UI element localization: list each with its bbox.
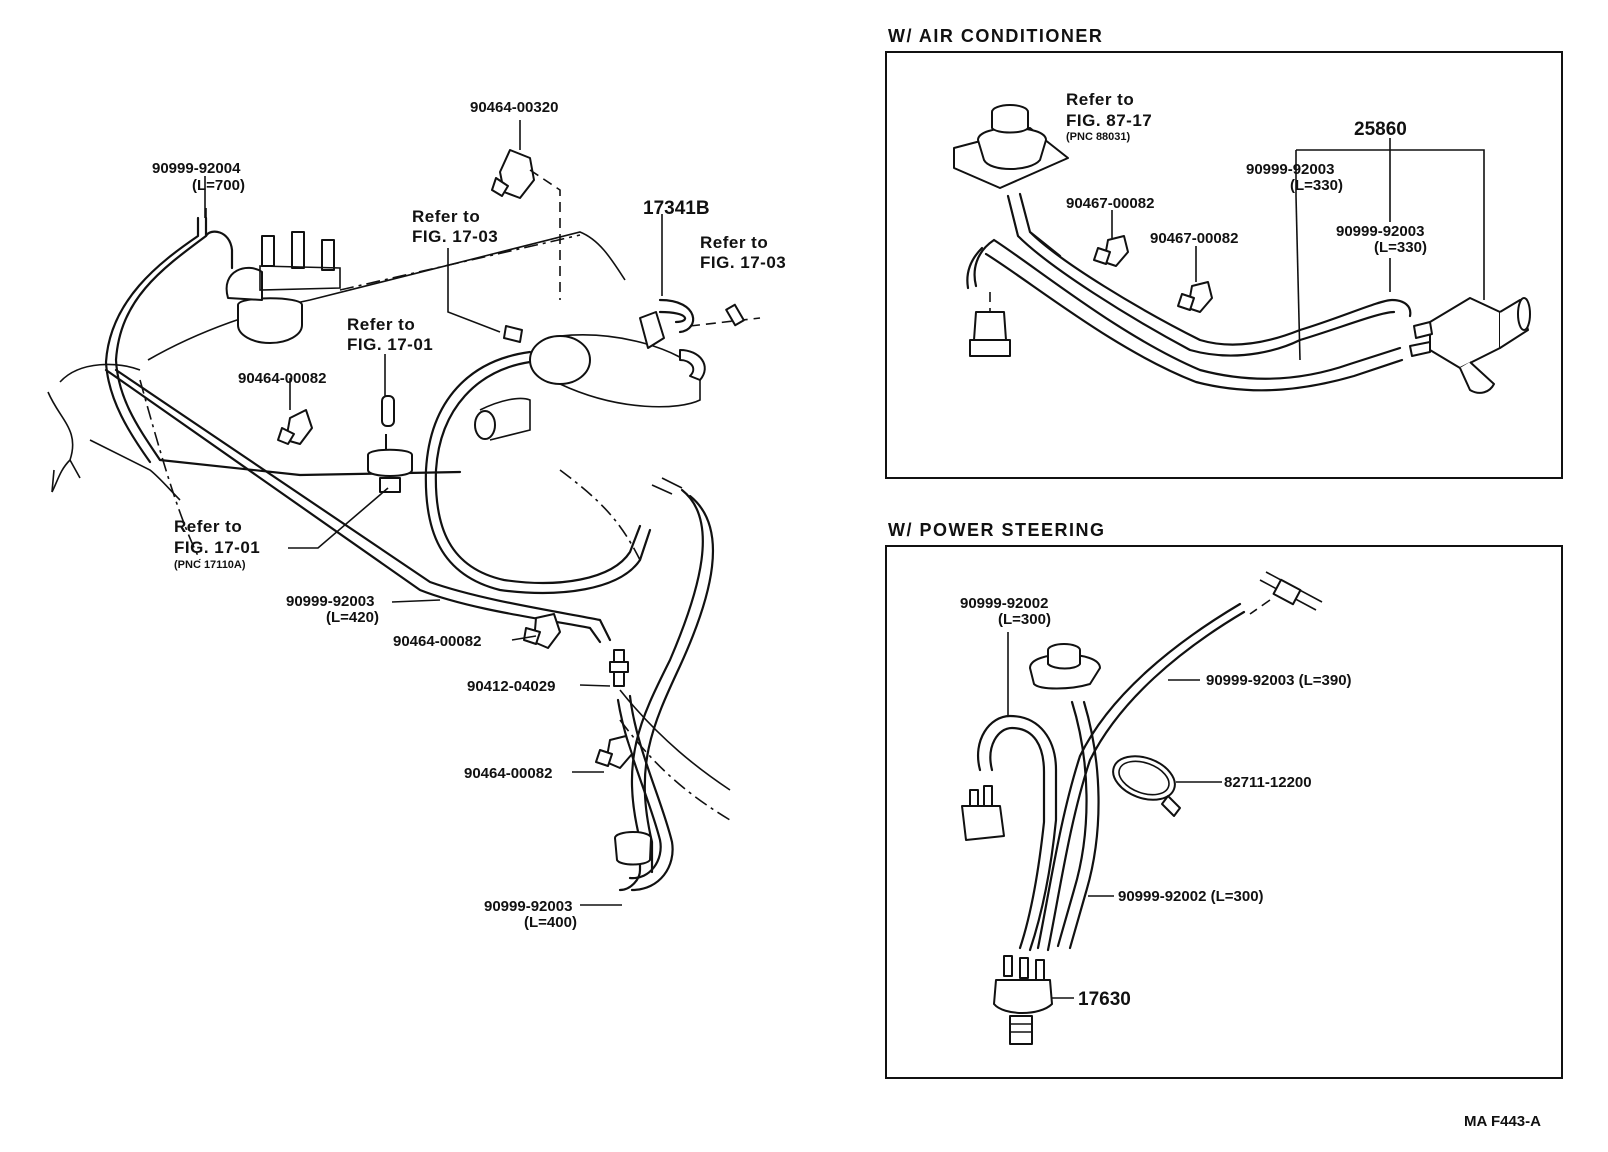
label-refer-to-2: Refer to <box>700 233 768 252</box>
hose-90999-92004 <box>114 216 462 477</box>
ac-label-refer-to: Refer to <box>1066 90 1134 109</box>
ps-pipe-connector <box>1249 571 1323 615</box>
ac-panel-title: W/ AIR CONDITIONER <box>888 26 1103 46</box>
label-hose-90999-92003-l420-len: (L=420) <box>326 609 379 626</box>
ps-label-hose-90999-92002-b: 90999-92002 (L=300) <box>1118 888 1264 905</box>
ps-vacuum-switch-17630 <box>993 955 1053 1045</box>
ps-label-hose-90999-92002-a-len: (L=300) <box>998 611 1051 628</box>
main-diagram: 90999-92004 (L=700) 90464-00320 Refer to… <box>47 99 786 931</box>
ac-clip-90467-00082-a <box>1093 235 1129 267</box>
ac-actuator <box>953 104 1069 189</box>
ac-label-hose-90999-92003-b: 90999-92003 <box>1336 223 1424 240</box>
label-clip-90464-00082-b: 90464-00082 <box>393 633 481 650</box>
ac-label-hose-90999-92003-a: 90999-92003 <box>1246 161 1334 178</box>
intake-outline <box>139 379 641 561</box>
label-pnc-17110a: (PNC 17110A) <box>174 559 246 571</box>
ac-label-fig-87-17: FIG. 87-17 <box>1066 111 1152 130</box>
ac-vacuum-switch <box>1409 297 1531 394</box>
vacuum-cap <box>614 831 652 866</box>
clip-90464-00082-c <box>595 735 633 769</box>
power-steering-panel: W/ POWER STEERING <box>885 520 1563 1079</box>
ac-label-part-25860: 25860 <box>1354 119 1407 140</box>
clip-90464-00320 <box>491 149 535 199</box>
intake-pipe <box>474 334 701 441</box>
ps-connector <box>961 785 1005 841</box>
air-conditioner-panel: W/ AIR CONDITIONER <box>885 26 1563 479</box>
ps-label-part-17630: 17630 <box>1078 989 1131 1010</box>
label-joint-90412-04029: 90412-04029 <box>467 678 555 695</box>
figure-code: MA F443-A <box>1464 1113 1541 1130</box>
ps-hose-90999-92003-l390 <box>1046 610 1246 952</box>
label-refer-to-3: Refer to <box>347 315 415 334</box>
clip-90464-00082-b <box>523 613 561 649</box>
ps-actuator <box>1029 643 1101 690</box>
label-hose-90999-92003-l420: 90999-92003 <box>286 593 374 610</box>
distributor <box>225 231 341 344</box>
ps-label-band-82711-12200: 82711-12200 <box>1224 774 1312 791</box>
label-clip-90464-00082-a: 90464-00082 <box>238 370 326 387</box>
ac-label-clip-90467-00082-b: 90467-00082 <box>1150 230 1238 247</box>
label-fig-17-01-b: FIG. 17-01 <box>174 538 260 557</box>
ps-label-hose-90999-92002-a: 90999-92002 <box>960 595 1048 612</box>
ac-hose-90999-92003-b <box>1298 298 1412 342</box>
label-fig-17-01-a: FIG. 17-01 <box>347 335 433 354</box>
label-fig-17-03-b: FIG. 17-03 <box>700 253 786 272</box>
ps-hose-90999-92002-a <box>977 714 1058 952</box>
ac-label-pnc-88031: (PNC 88031) <box>1066 131 1131 143</box>
label-hose-90999-92003-l400: 90999-92003 <box>484 898 572 915</box>
ps-hose-90999-92002-b <box>1056 700 1088 948</box>
clip-90464-00082-a <box>277 409 313 445</box>
label-part-17341b: 17341B <box>643 198 710 219</box>
label-fig-17-03-a: FIG. 17-03 <box>412 227 498 246</box>
ps-band-82711-12200 <box>1112 755 1181 817</box>
label-refer-to-1: Refer to <box>412 207 480 226</box>
label-clip-90464-00082-c: 90464-00082 <box>464 765 552 782</box>
label-hose-90999-92004: 90999-92004 <box>152 160 241 177</box>
ac-label-hose-90999-92003-a-len: (L=330) <box>1290 177 1343 194</box>
ps-label-hose-90999-92003-l390: 90999-92003 (L=390) <box>1206 672 1352 689</box>
part-17341b <box>639 298 706 381</box>
engine-outline <box>47 363 181 501</box>
label-hose-90999-92004-len: (L=700) <box>192 177 245 194</box>
ac-connector <box>969 292 1011 357</box>
vsv-part <box>367 395 413 493</box>
hose-90999-92003-l420 <box>424 350 652 595</box>
ac-label-hose-90999-92003-b-len: (L=330) <box>1374 239 1427 256</box>
ac-hose-90999-92003-a <box>973 238 1402 380</box>
ac-panel-frame <box>885 51 1563 479</box>
ps-panel-title: W/ POWER STEERING <box>888 520 1106 540</box>
label-hose-90999-92003-l400-len: (L=400) <box>524 914 577 931</box>
label-clip-90464-00320: 90464-00320 <box>470 99 558 116</box>
label-refer-to-4: Refer to <box>174 517 242 536</box>
ac-label-clip-90467-00082-a: 90467-00082 <box>1066 195 1154 212</box>
ps-panel-frame <box>885 545 1563 1079</box>
ac-clip-90467-00082-b <box>1177 281 1213 313</box>
joint-90412-04029 <box>609 649 629 687</box>
